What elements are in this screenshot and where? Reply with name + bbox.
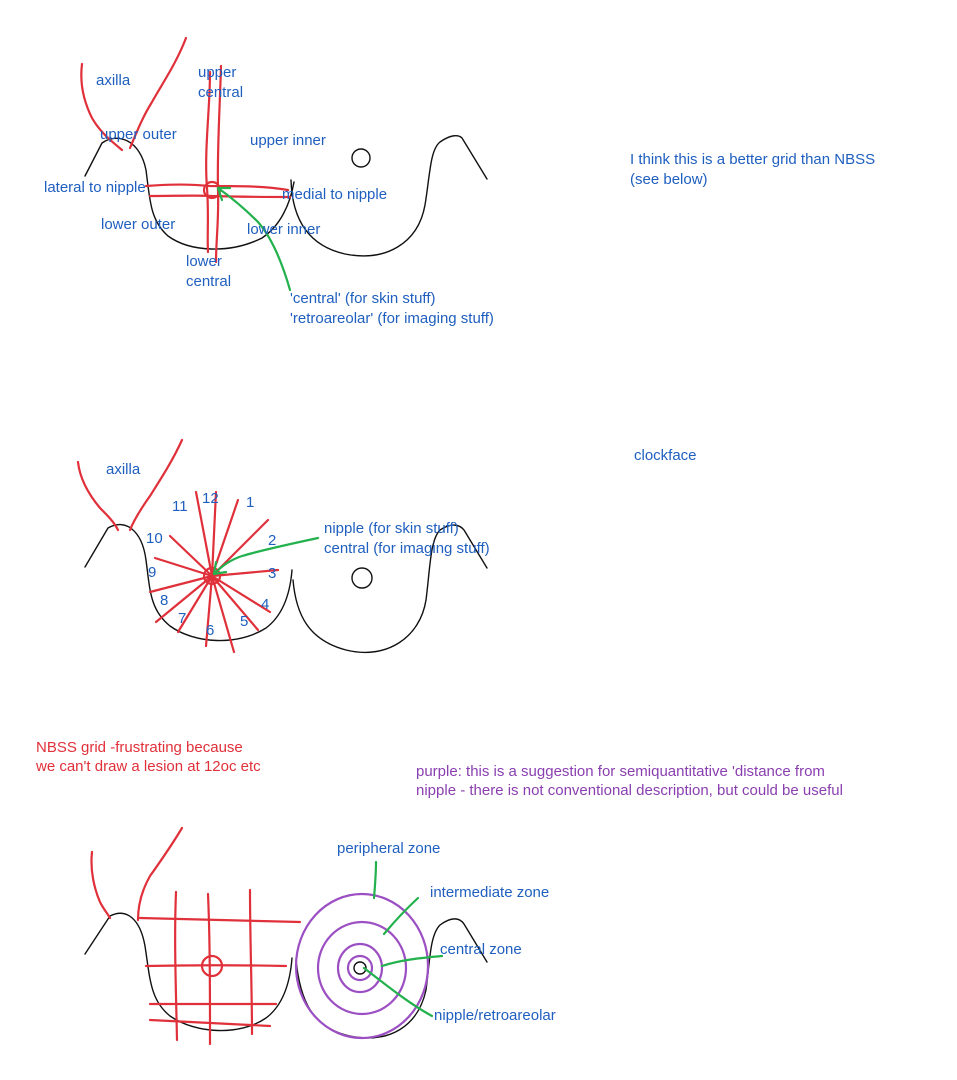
panel3-axilla-line-2 [136, 826, 184, 922]
panel2-axilla-line-2 [128, 438, 184, 532]
clock-number-8: 8 [160, 592, 169, 609]
clock-number-6: 6 [206, 622, 215, 639]
panel3-pointer-peripheral [372, 860, 378, 900]
panel1-drawing [80, 36, 488, 292]
panel1-pointer-arrowhead [216, 186, 232, 202]
panel1-horizontal-line-1 [144, 183, 290, 192]
clock-number-5: 5 [240, 613, 249, 630]
panel3-purple-note-line1: purple: this is a suggestion for semiqua… [416, 763, 825, 780]
panel1-label-lower-central-line2: central [186, 273, 232, 290]
panel1-label-lower-central-line1: lower [186, 253, 222, 270]
panel1-vertical-line-1 [205, 70, 212, 254]
panel3-label-nipple-retroareolar: nipple/retroareolar [434, 1007, 556, 1024]
panel1-side-note-line1: I think this is a better grid than NBSS [630, 151, 876, 168]
panel3-axilla-line-1 [90, 850, 112, 920]
panel2-nipple-ring [202, 566, 222, 586]
panel1-right-breast-outline [290, 134, 488, 257]
panel1-label-upper-outer: upper outer [100, 126, 177, 143]
panel2-right-nipple [351, 567, 373, 589]
clock-number-3: 3 [268, 565, 277, 582]
panel2-label-axilla: axilla [106, 461, 141, 478]
clock-number-1: 1 [246, 494, 255, 511]
panel3-pointer-nipple [362, 966, 434, 1018]
panel3-drawing [84, 826, 488, 1046]
panel3-label-intermediate-zone: intermediate zone [430, 884, 550, 901]
panel1-central-note-line2: 'retroareolar' (for imaging stuff) [290, 310, 494, 327]
panel3-nbss-grid [138, 888, 302, 1046]
panel3-nbss-note-line1: NBSS grid -frustrating because [36, 739, 243, 756]
panel2-side-note-clockface: clockface [634, 447, 697, 464]
panel1-label-upper-central-line1: upper [198, 64, 237, 81]
panel3-label-peripheral-zone: peripheral zone [337, 840, 441, 857]
panel1-side-note-line2: (see below) [630, 171, 708, 188]
panel2-drawing [76, 438, 488, 654]
panel1-left-breast-outline [84, 137, 295, 250]
panel1-label-lower-outer: lower outer [101, 216, 176, 233]
clock-number-7: 7 [178, 610, 187, 627]
panel2-left-breast-outline [84, 523, 293, 642]
panel1-right-nipple [351, 148, 371, 168]
panel3-pointer-central [380, 954, 444, 968]
panel2-right-breast-outline [292, 524, 488, 654]
panel2-nipple-note-line2: central (for imaging stuff) [324, 540, 490, 557]
panel3-zone-rings [294, 892, 430, 1040]
clock-number-12: 12 [202, 490, 219, 507]
panel2-pointer-line [212, 536, 320, 576]
panel3-pointer-intermediate [382, 896, 420, 936]
panel3-nipple-ring-red [200, 954, 224, 978]
panel1-label-axilla: axilla [96, 72, 131, 89]
panel1-axilla-line-2 [128, 36, 188, 150]
panel1-axilla-line-1 [80, 62, 124, 152]
panel2-clock-radials [148, 490, 280, 654]
clock-number-2: 2 [268, 532, 277, 549]
panel3-purple-note-line2: nipple - there is not conventional descr… [416, 782, 843, 799]
panel2-axilla-line-1 [76, 460, 120, 532]
panel3-nbss-note-line2: we can't draw a lesion at 12oc etc [36, 758, 261, 775]
panel1-label-upper-inner: upper inner [250, 132, 326, 149]
clock-number-9: 9 [148, 564, 157, 581]
panel1-label-upper-central-line2: central [198, 84, 244, 101]
clock-number-4: 4 [261, 596, 270, 613]
panel1-label-medial-to-nipple: medial to nipple [282, 186, 388, 203]
panel3-left-breast-outline [84, 912, 293, 1032]
panel3-label-central-zone: central zone [440, 941, 522, 958]
panel2-nipple-note-line1: nipple (for skin stuff) [324, 520, 459, 537]
panel1-central-note-line1: 'central' (for skin stuff) [290, 290, 436, 307]
clock-number-11: 11 [172, 498, 188, 515]
panel1-label-lower-inner: lower inner [247, 221, 321, 238]
panel1-label-lateral-to-nipple: lateral to nipple [44, 179, 146, 196]
panel3-right-nipple [353, 961, 367, 975]
panel1-pointer-line [216, 186, 292, 292]
panel2-pointer-arrowhead [212, 560, 228, 576]
clock-number-10: 10 [146, 530, 163, 547]
panel1-horizontal-line-2 [148, 194, 292, 199]
